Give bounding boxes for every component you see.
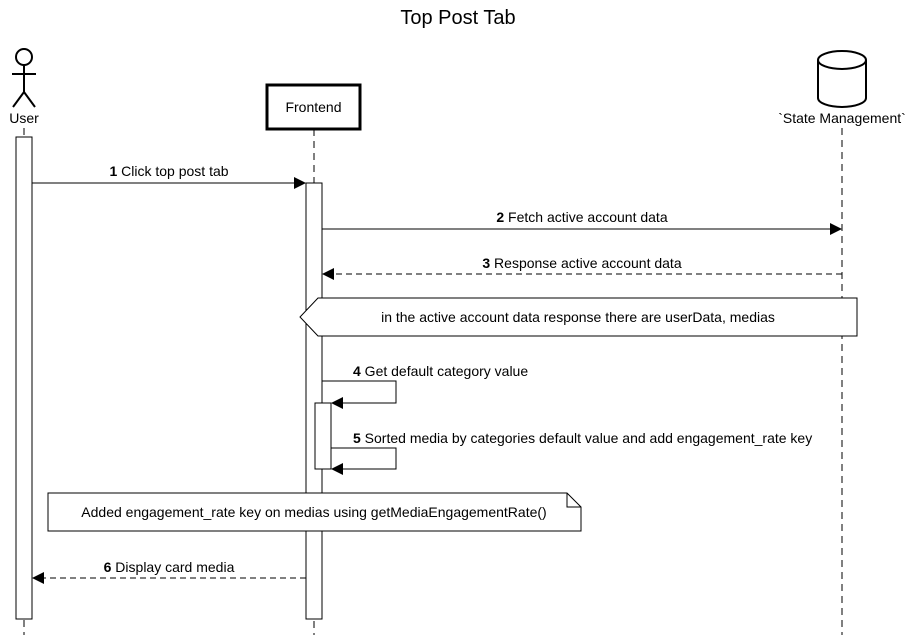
participant-state-label: `State Management` <box>778 110 906 126</box>
participant-frontend-label: Frontend <box>285 99 341 115</box>
participant-user-label: User <box>9 110 39 126</box>
message-5-arrow <box>331 447 397 475</box>
note-engagement-box <box>47 492 582 532</box>
message-3-label: 3 Response active account data <box>482 255 681 271</box>
note-engagement-text: Added engagement_rate key on medias usin… <box>81 504 546 520</box>
message-4-label: 4 Get default category value <box>353 363 528 379</box>
database-icon <box>817 50 867 108</box>
message-5-label: 5 Sorted media by categories default val… <box>353 430 812 446</box>
note-response-text: in the active account data response ther… <box>381 309 775 325</box>
activation-frontend-nested <box>314 402 332 470</box>
message-6-label: 6 Display card media <box>104 559 235 575</box>
message-1-label: 1 Click top post tab <box>109 163 228 179</box>
activation-user <box>15 136 33 620</box>
note-response-box <box>299 297 858 337</box>
user-actor-icon <box>12 48 36 108</box>
message-2-label: 2 Fetch active account data <box>496 209 667 225</box>
participant-frontend-box <box>265 83 362 131</box>
activation-frontend <box>305 182 323 620</box>
message-4-arrow <box>322 380 397 409</box>
note-engagement-fold <box>566 493 581 508</box>
diagram-title: Top Post Tab <box>400 7 515 29</box>
